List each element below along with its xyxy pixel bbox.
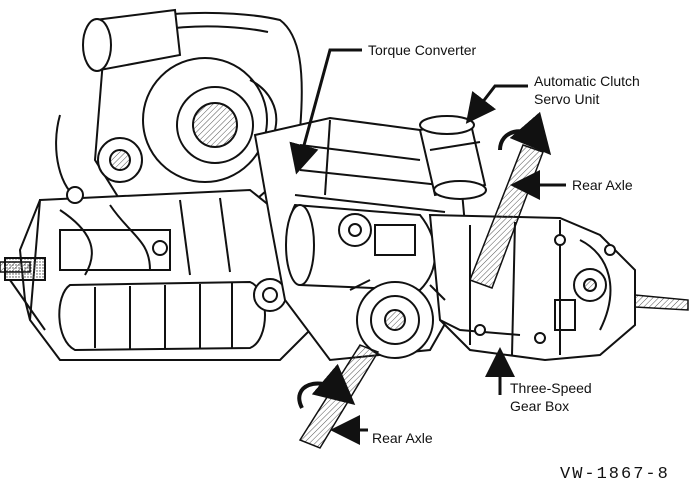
differential bbox=[349, 279, 446, 359]
clutch-servo-unit bbox=[418, 115, 487, 200]
label-rear-axle-upper: Rear Axle bbox=[572, 177, 633, 193]
leader-torque-converter bbox=[289, 48, 362, 175]
rotation-arrow-upper bbox=[498, 111, 552, 156]
gear-box bbox=[428, 213, 636, 362]
label-clutch-servo-line1: Automatic Clutch bbox=[534, 73, 640, 89]
label-gear-box-line1: Three-Speed bbox=[510, 380, 592, 396]
right-output-shaft bbox=[634, 294, 689, 311]
rear-axle-lower-shaft bbox=[298, 344, 380, 449]
figure-id: VW-1867-8 bbox=[560, 465, 670, 484]
leader-clutch-servo bbox=[465, 84, 528, 124]
label-gear-box-line2: Gear Box bbox=[510, 398, 570, 414]
left-output-shaft bbox=[0, 261, 31, 273]
label-rear-axle-lower: Rear Axle bbox=[372, 430, 433, 446]
label-clutch-servo-line2: Servo Unit bbox=[534, 91, 600, 107]
label-torque-converter: Torque Converter bbox=[368, 42, 477, 58]
rotation-arrow-lower bbox=[297, 363, 356, 409]
engine-block bbox=[4, 8, 312, 361]
